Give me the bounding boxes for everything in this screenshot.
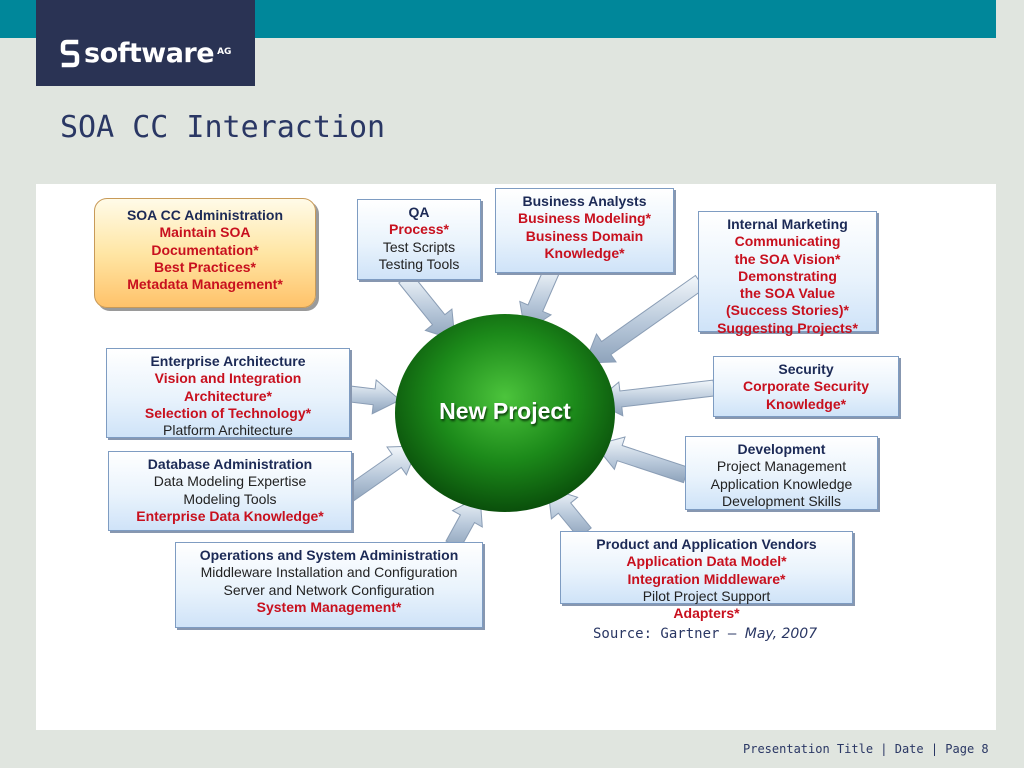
box-line: Security [778, 361, 834, 377]
box-line: Architecture* [184, 387, 272, 404]
box-line: the SOA Vision* [734, 250, 841, 267]
source-date: May, 2007 [744, 626, 818, 642]
box-line: Application Knowledge [710, 475, 853, 492]
box-line: Test Scripts [382, 238, 456, 255]
box-line: SOA CC Administration [126, 207, 284, 223]
box-line: Process* [389, 221, 449, 238]
box-line: Demonstrating [738, 267, 837, 284]
logo-suffix: AG [217, 47, 232, 57]
logo-mark-icon [60, 39, 80, 68]
box-line: Communicating [734, 233, 841, 250]
page-title: SOA CC Interaction [60, 110, 386, 145]
box-line: Metadata Management* [127, 276, 283, 293]
source-separator: – [719, 626, 745, 642]
box-line: Platform Architecture [163, 422, 293, 439]
footer-text: Presentation Title | Date | Page 8 [743, 742, 989, 756]
box-line: QA [408, 204, 430, 220]
box-line: Integration Middleware* [627, 570, 786, 587]
box-line: Product and Application Vendors [596, 536, 817, 552]
box-line: Enterprise Architecture [150, 353, 306, 369]
box-line: Development Skills [721, 492, 842, 509]
company-logo: software AG [60, 38, 231, 70]
box-line: Vision and Integration [154, 370, 302, 387]
box-line: Business Domain [525, 227, 644, 244]
box-line: Enterprise Data Knowledge* [136, 507, 324, 524]
box-line: Best Practices* [154, 258, 256, 275]
box-line: (Success Stories)* [726, 302, 849, 319]
box-line: Testing Tools [378, 255, 460, 272]
box-line: the SOA Value [739, 285, 836, 302]
box-line: Development [737, 441, 826, 457]
source-citation: Source: Gartner – May, 2007 [593, 626, 817, 642]
box-line: Suggesting Projects* [717, 319, 858, 336]
box-line: Middleware Installation and Configuratio… [200, 564, 458, 581]
box-line: Server and Network Configuration [223, 581, 435, 598]
box-line: Selection of Technology* [144, 404, 312, 421]
source-label: Source: Gartner [593, 626, 720, 642]
box-line: Corporate Security [742, 378, 870, 395]
box-line: Application Data Model* [626, 553, 787, 570]
box-line: Business Modeling* [517, 210, 652, 227]
box-line: System Management* [256, 598, 402, 615]
box-line: Modeling Tools [183, 490, 277, 507]
logo-text: software [84, 38, 215, 69]
hub-label: New Project [439, 398, 571, 424]
box-line: Knowledge* [765, 395, 847, 412]
box-line: Documentation* [151, 241, 259, 258]
box-line: Pilot Project Support [642, 587, 771, 604]
box-line: Project Management [716, 458, 847, 475]
box-line: Internal Marketing [727, 216, 848, 232]
box-line: Adapters* [673, 605, 740, 622]
box-line: Data Modeling Expertise [153, 473, 307, 490]
box-line: Operations and System Administration [199, 547, 459, 563]
box-line: Database Administration [147, 456, 313, 472]
box-line: Business Analysts [522, 193, 647, 209]
box-line: Knowledge* [544, 244, 625, 261]
box-line: Maintain SOA [159, 224, 251, 241]
